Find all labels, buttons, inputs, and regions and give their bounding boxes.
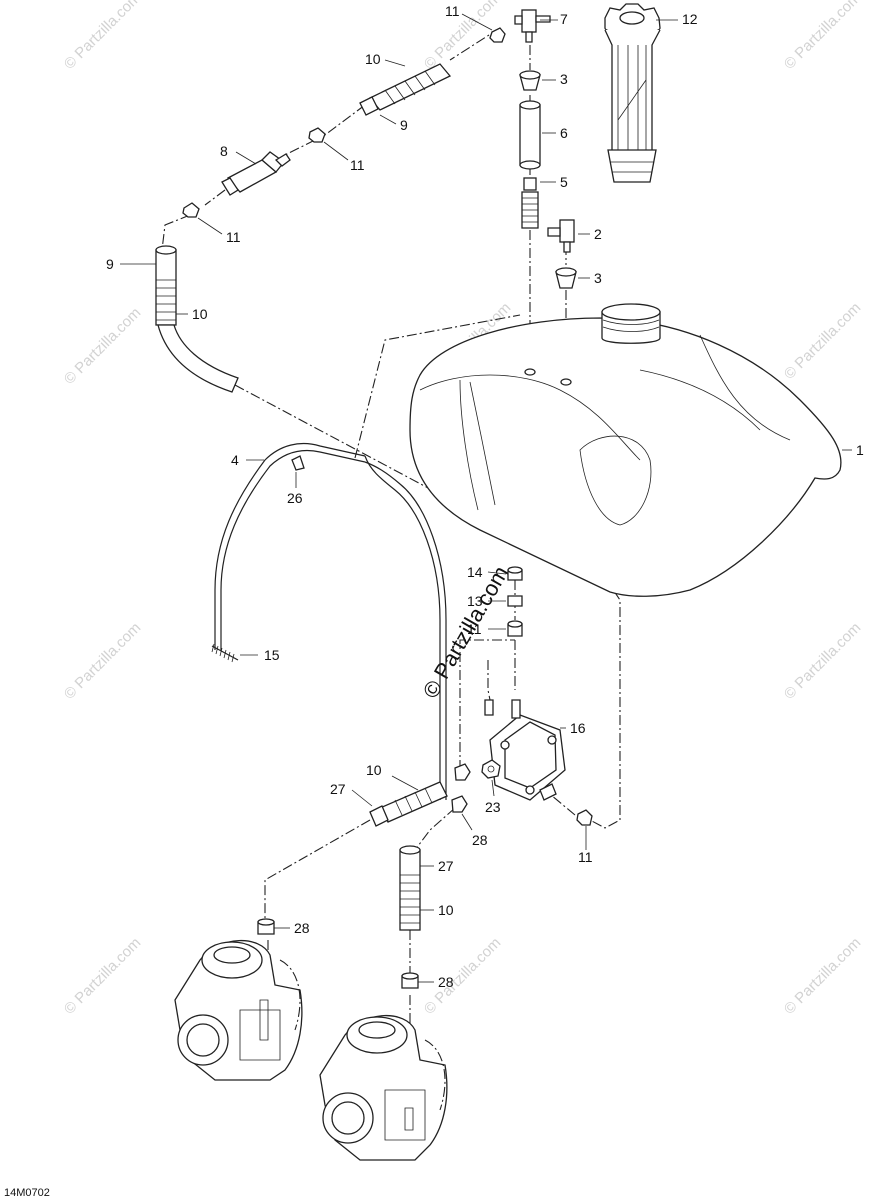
callout-10: 10 — [365, 51, 381, 67]
watermark: © Partzilla.com — [61, 934, 144, 1017]
callout-4: 4 — [231, 452, 239, 468]
fuel-tank — [409, 303, 842, 597]
grommet-3-upper — [519, 70, 541, 91]
assembly-line — [459, 639, 515, 770]
callout-12: 12 — [682, 11, 698, 27]
callout-3: 3 — [560, 71, 568, 87]
callout-16: 16 — [570, 720, 586, 736]
watermark: © Partzilla.com — [781, 0, 864, 73]
watermark: © Partzilla.com — [781, 299, 864, 382]
watermark: © Partzilla.com — [781, 619, 864, 702]
clamp-11-pump — [576, 809, 593, 826]
assembly-line — [354, 314, 521, 459]
clamp-pump-outlet — [454, 763, 471, 781]
watermark-center: © Partzilla.com — [418, 562, 514, 703]
callout-11: 11 — [445, 3, 460, 19]
callout-11: 11 — [350, 157, 365, 173]
clamp-28-left — [257, 918, 275, 935]
callout-28: 28 — [438, 974, 454, 990]
callout-10: 10 — [192, 306, 208, 322]
watermark: © Partzilla.com — [781, 934, 864, 1017]
callout-8: 8 — [220, 143, 228, 159]
watermark: © Partzilla.com — [421, 934, 504, 1017]
watermark: © Partzilla.com — [61, 619, 144, 702]
hose-10-upper — [359, 63, 452, 116]
clamp-11-top — [489, 27, 506, 43]
clamp-14 — [507, 566, 523, 581]
callout-3: 3 — [594, 270, 602, 286]
callout-10: 10 — [366, 762, 382, 778]
callout-27: 27 — [330, 781, 346, 797]
assembly-line — [264, 819, 371, 920]
carburetor-left — [174, 939, 303, 1081]
nut-23 — [481, 759, 501, 779]
callouts: 11 7 12 10 3 9 6 8 11 5 11 2 9 3 10 1 4 … — [106, 3, 864, 990]
fuel-fitting-2 — [547, 219, 575, 253]
callout-9: 9 — [106, 256, 114, 272]
fuel-gauge — [604, 3, 661, 183]
callout-27: 27 — [438, 858, 454, 874]
callout-1: 1 — [856, 442, 864, 458]
callout-11: 11 — [467, 621, 482, 637]
clamp-13 — [507, 595, 523, 607]
callout-28: 28 — [472, 832, 488, 848]
fuel-filter-8 — [221, 151, 291, 196]
vent-line-4 — [214, 442, 447, 800]
hose-6 — [519, 100, 541, 170]
callout-28: 28 — [294, 920, 310, 936]
leader-lines — [120, 13, 852, 983]
callout-13: 13 — [467, 593, 483, 609]
clip-26 — [291, 455, 305, 471]
hose-10-pump-outlet — [369, 781, 448, 827]
assembly-line — [324, 104, 366, 136]
assembly-line — [284, 139, 316, 156]
hose-10-left — [155, 245, 239, 393]
grommet-3-lower — [555, 267, 577, 289]
clamp-11-left — [182, 202, 200, 218]
callout-23: 23 — [485, 799, 501, 815]
fuel-fitting-7 — [514, 9, 551, 43]
callout-7: 7 — [560, 11, 568, 27]
fuel-pump-16 — [484, 699, 566, 801]
drawing-code: 14M0702 — [4, 1187, 50, 1199]
hose-10-carb — [399, 845, 421, 931]
assembly-line — [414, 807, 456, 851]
clamp-28-upper — [451, 795, 468, 813]
callout-11: 11 — [226, 229, 241, 245]
callout-5: 5 — [560, 174, 568, 190]
callout-2: 2 — [594, 226, 602, 242]
watermark: © Partzilla.com — [61, 304, 144, 387]
carburetor-right — [319, 1014, 448, 1161]
assembly-line — [234, 384, 621, 829]
callout-6: 6 — [560, 125, 568, 141]
assembly-line — [204, 189, 226, 206]
callout-9: 9 — [400, 117, 408, 133]
clamp-28-center — [401, 972, 419, 989]
callout-26: 26 — [287, 490, 303, 506]
callout-14: 14 — [467, 564, 483, 580]
callout-15: 15 — [264, 647, 280, 663]
inlet-strainer-5 — [521, 177, 539, 229]
clamp-11-mid — [308, 127, 326, 143]
callout-10: 10 — [438, 902, 454, 918]
assembly-line — [161, 214, 191, 251]
callout-11: 11 — [578, 849, 593, 865]
clamp-11-13 — [507, 620, 523, 637]
spring-15 — [211, 643, 239, 663]
watermark: © Partzilla.com — [61, 0, 144, 73]
